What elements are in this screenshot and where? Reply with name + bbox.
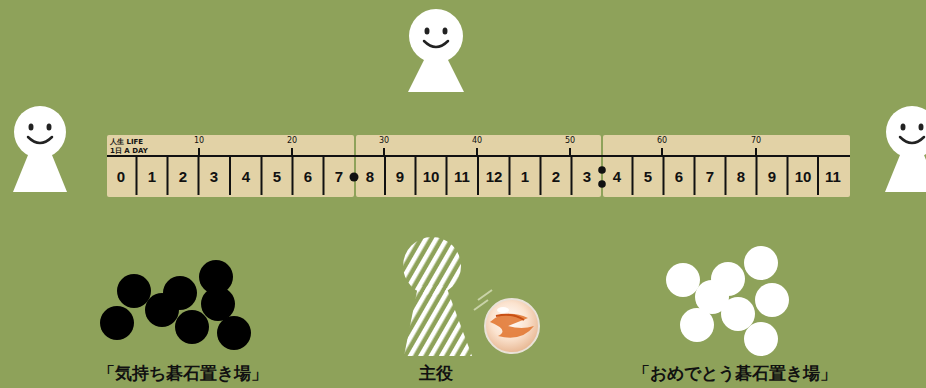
hour-number: 6 xyxy=(304,168,312,185)
hour-number: 6 xyxy=(675,168,683,185)
hour-number: 11 xyxy=(454,168,470,185)
hour-number: 8 xyxy=(737,168,745,185)
hour-number: 4 xyxy=(613,168,621,185)
hour-number: 1 xyxy=(521,168,529,185)
area-label: 「気持ち碁石置き場」 xyxy=(98,363,268,383)
hour-number: 2 xyxy=(179,168,187,185)
age-number: 30 xyxy=(379,136,389,145)
hour-number: 10 xyxy=(423,168,440,185)
age-number: 60 xyxy=(657,136,667,145)
hour-number: 11 xyxy=(825,168,841,185)
person-figure xyxy=(408,9,464,92)
age-number: 50 xyxy=(565,136,575,145)
hour-number: 10 xyxy=(795,168,812,185)
age-number: 70 xyxy=(751,136,761,145)
person-figure xyxy=(13,106,67,192)
hour-number: 9 xyxy=(768,168,776,185)
hour-number: 5 xyxy=(273,168,281,185)
scale-label: 1日 A DAY xyxy=(110,147,148,155)
timeline-ruler: 人生 LIFE1日 A DAY1020304050607001234567891… xyxy=(107,135,850,197)
keyhole-figure xyxy=(403,237,472,356)
hour-number: 9 xyxy=(396,168,404,185)
hour-number: 7 xyxy=(335,168,343,185)
age-number: 40 xyxy=(472,136,482,145)
hour-number: 2 xyxy=(552,168,560,185)
black-stones xyxy=(100,260,251,350)
hour-number: 12 xyxy=(486,168,503,185)
marble xyxy=(474,290,539,353)
age-number: 20 xyxy=(287,136,297,145)
white-stones xyxy=(666,246,789,356)
area-label: 「おめでとう碁石置き場」 xyxy=(633,363,837,383)
hour-number: 4 xyxy=(242,168,250,185)
person-figure xyxy=(885,106,926,192)
hour-number: 3 xyxy=(210,168,218,185)
hour-number: 8 xyxy=(366,168,374,185)
hour-number: 1 xyxy=(148,168,156,185)
hour-number: 0 xyxy=(117,168,125,185)
scale-label: 人生 LIFE xyxy=(110,138,143,146)
area-label: 主役 xyxy=(419,363,453,383)
age-number: 10 xyxy=(194,136,204,145)
hour-number: 7 xyxy=(706,168,714,185)
hour-number: 5 xyxy=(644,168,652,185)
hour-number: 3 xyxy=(583,168,591,185)
